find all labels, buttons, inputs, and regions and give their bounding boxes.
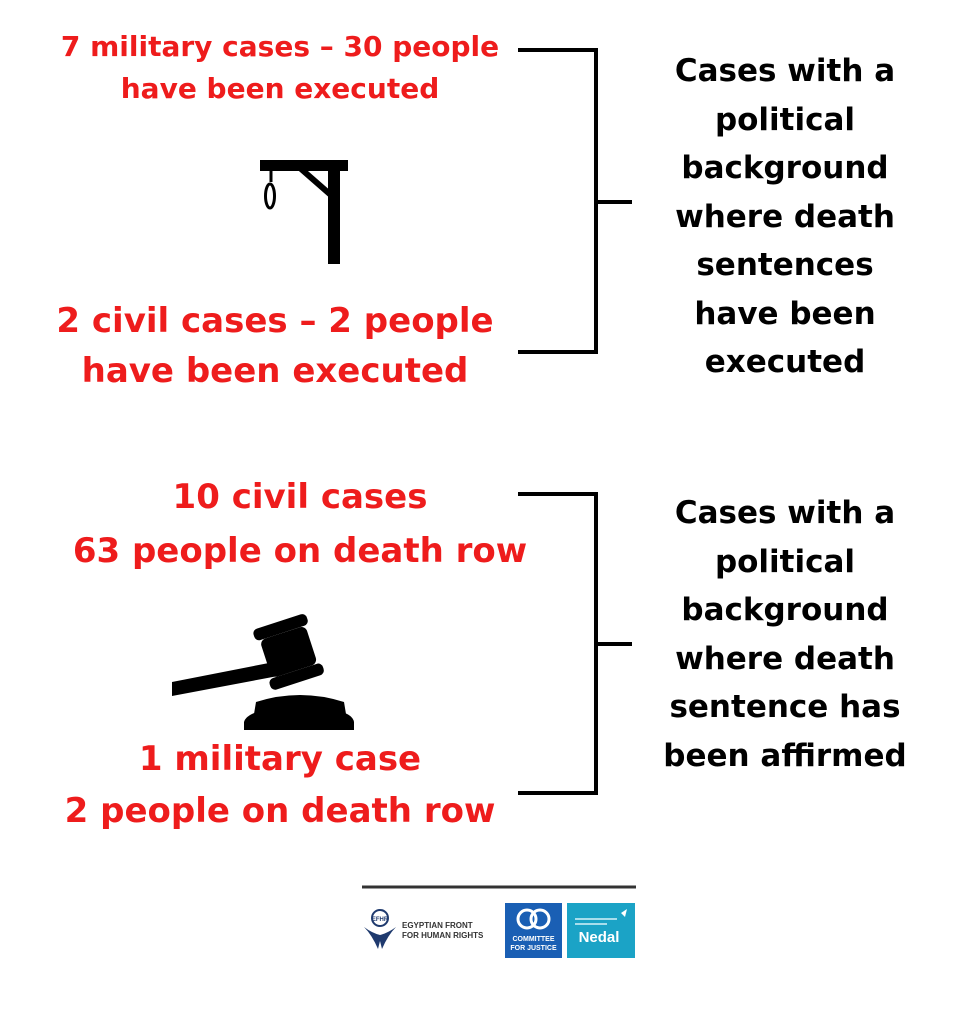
efhr-logo: EFHR EGYPTIAN FRONT FOR HUMAN RIGHTS [362,905,498,955]
bottom-civil-text: 10 civil cases 63 people on death row [20,470,580,578]
top-military-line2: have been executed [120,72,440,105]
nedal-logo-text: Nedal [578,929,620,946]
efhr-emblem-icon: EFHR [364,909,396,949]
efhr-line1: EGYPTIAN FRONT [402,921,473,930]
gallows-icon [260,160,348,264]
svg-text:EFHR: EFHR [372,917,389,923]
top-military-line1: 7 military cases – 30 people [60,30,500,63]
top-civil-line2: have been executed [81,351,469,391]
bottom-category-label: Cases with a political background where … [663,495,907,774]
nedal-logo: Nedal [567,903,635,958]
cfj-logo: COMMITTEE FOR JUSTICE [505,903,562,958]
top-military-text: 7 military cases – 30 people have been e… [20,26,540,110]
cfj-line1: COMMITTEE [512,936,555,943]
bottom-civil-line1: 10 civil cases [172,477,428,517]
bottom-civil-line2: 63 people on death row [72,531,528,571]
bottom-military-line2: 2 people on death row [64,791,496,831]
cfj-emblem-icon [516,908,551,930]
nedal-mark-icon [575,909,627,925]
efhr-line2: FOR HUMAN RIGHTS [402,931,484,940]
top-civil-line1: 2 civil cases – 2 people [56,301,494,341]
bottom-military-text: 1 military case 2 people on death row [20,733,540,837]
bottom-military-line1: 1 military case [138,739,422,779]
cfj-line2: FOR JUSTICE [510,945,557,952]
top-civil-text: 2 civil cases – 2 people have been execu… [20,296,530,396]
top-category-label: Cases with a political background where … [674,53,896,380]
gavel-icon [172,614,354,730]
